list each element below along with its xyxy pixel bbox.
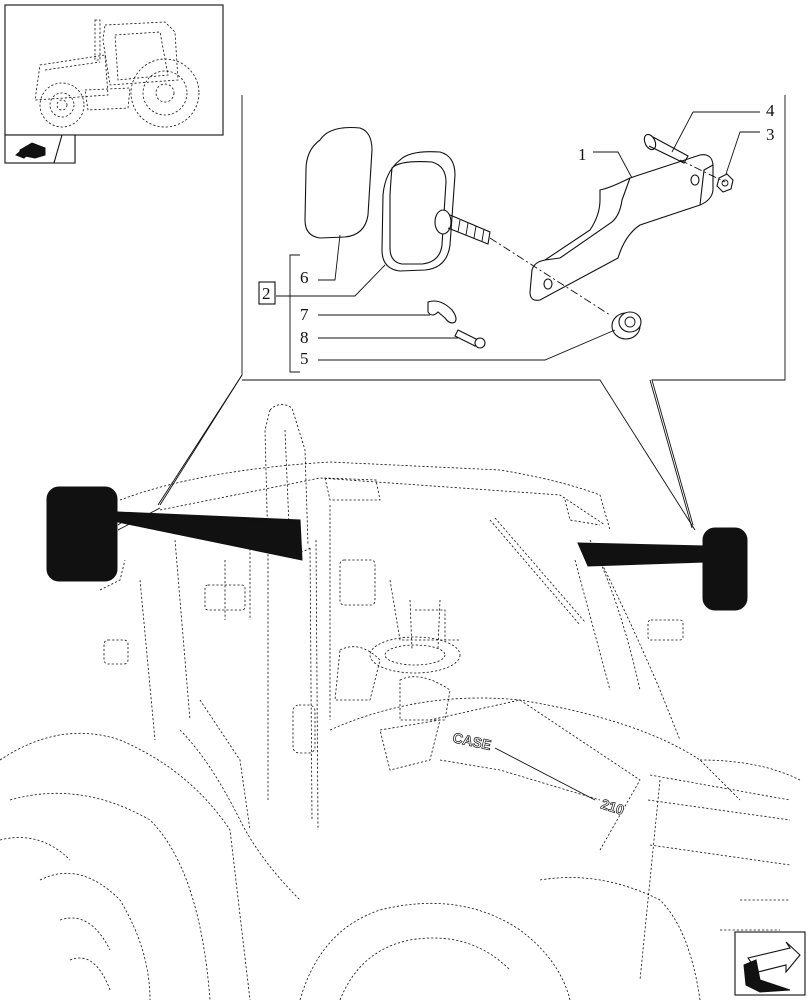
brand-text: CASE	[451, 729, 492, 753]
part-clip	[427, 300, 457, 324]
part-mirror-glass	[304, 126, 373, 239]
model-text: 210	[599, 796, 626, 819]
leader-lines	[276, 111, 760, 361]
callout-5: 5	[300, 349, 309, 368]
part-mirror-head	[381, 151, 491, 272]
part-screw	[454, 329, 486, 349]
rear-light	[292, 704, 316, 754]
hood-lettering: CASE 210	[451, 729, 627, 819]
callout-8: 8	[300, 328, 309, 347]
callout-2: 2	[262, 284, 271, 303]
callout-7: 7	[300, 305, 309, 324]
part-bolt	[643, 133, 689, 164]
tractor-cab-illustration	[0, 404, 801, 1000]
right-mirror-assembly	[577, 527, 748, 611]
tractor-thumbnail-icon[interactable]	[4, 4, 224, 136]
callout-4: 4	[766, 101, 775, 120]
callout-3: 3	[766, 125, 775, 144]
part-bushing	[611, 311, 642, 340]
part-bracket	[529, 154, 714, 301]
callout-6: 6	[300, 268, 309, 287]
callout-2-box	[258, 281, 276, 305]
callout-1: 1	[578, 145, 587, 164]
part-nut	[716, 173, 734, 193]
cab-section-icon[interactable]	[4, 134, 76, 164]
exploded-view-frame	[157, 95, 786, 531]
next-page-arrow-icon[interactable]	[734, 931, 806, 996]
left-mirror-assembly	[46, 486, 303, 582]
